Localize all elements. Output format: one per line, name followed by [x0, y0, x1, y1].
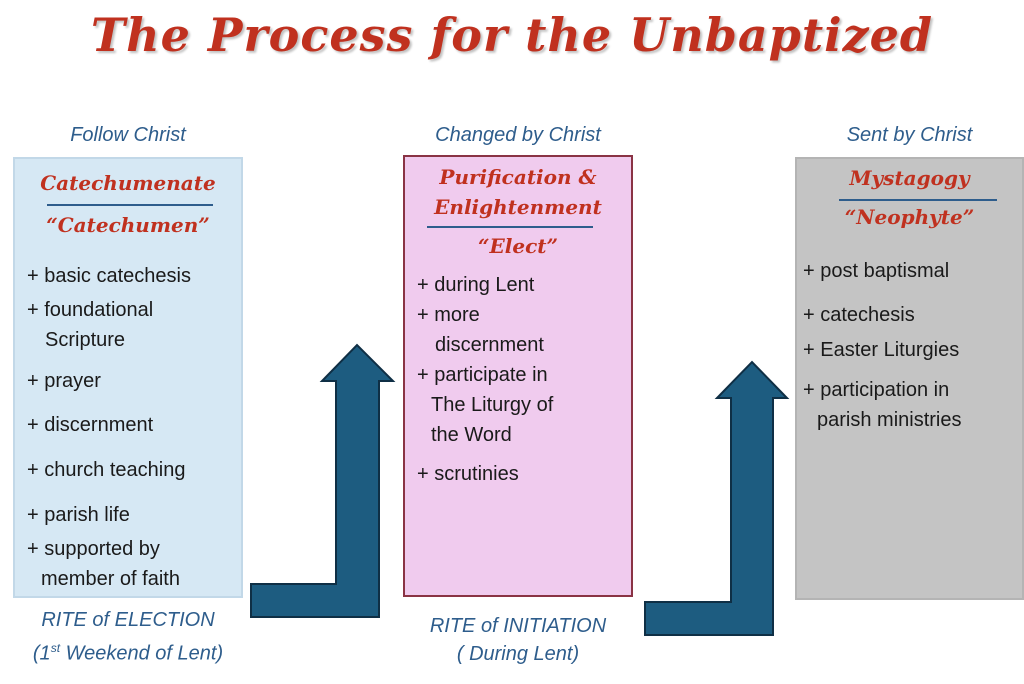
purification-heading-line1: Purification & — [439, 165, 597, 189]
mystagogy-box: Mystagogy “Neophyte” + post baptismal + … — [795, 157, 1024, 600]
page-title: The Process for the Unbaptized — [90, 8, 934, 62]
list-item: + prayer — [27, 370, 101, 392]
elect-label: “Elect” — [478, 234, 558, 258]
list-item: + parish life — [27, 504, 130, 526]
list-item: + basic catechesis — [27, 265, 191, 287]
neophyte-label: “Neophyte” — [844, 205, 975, 229]
stage3-caption: Sent by Christ — [846, 124, 973, 146]
rite-of-election: RITE of ELECTION (1st Weekend of Lent) — [32, 609, 224, 665]
rite-of-initiation: RITE of INITIATION ( During Lent) — [429, 615, 607, 665]
list-item: + church teaching — [27, 459, 186, 481]
mystagogy-divider — [839, 199, 997, 201]
stage2-caption: Changed by Christ — [435, 124, 601, 146]
catechumenate-divider — [47, 204, 213, 206]
list-item: + catechesis — [803, 304, 915, 326]
stage1-caption: Follow Christ — [70, 124, 186, 146]
purification-heading-line2: Enlightenment — [434, 195, 602, 219]
list-item: + during Lent — [417, 274, 535, 296]
bent-up-arrow-1 — [250, 343, 396, 618]
catechumenate-heading: Catechumenate — [40, 171, 216, 195]
purification-divider — [427, 226, 593, 228]
bent-up-arrow-2 — [644, 360, 790, 636]
list-item: + post baptismal — [803, 260, 950, 282]
mystagogy-heading: Mystagogy — [849, 166, 970, 190]
catechumen-label: “Catechumen” — [46, 213, 210, 237]
list-item: + discernment — [27, 414, 154, 436]
list-item: + scrutinies — [417, 463, 519, 485]
catechumenate-box: Catechumenate “Catechumen” + basic catec… — [13, 157, 243, 598]
list-item: + Easter Liturgies — [803, 339, 960, 361]
purification-box: Purification & Enlightenment “Elect” + d… — [403, 155, 633, 597]
